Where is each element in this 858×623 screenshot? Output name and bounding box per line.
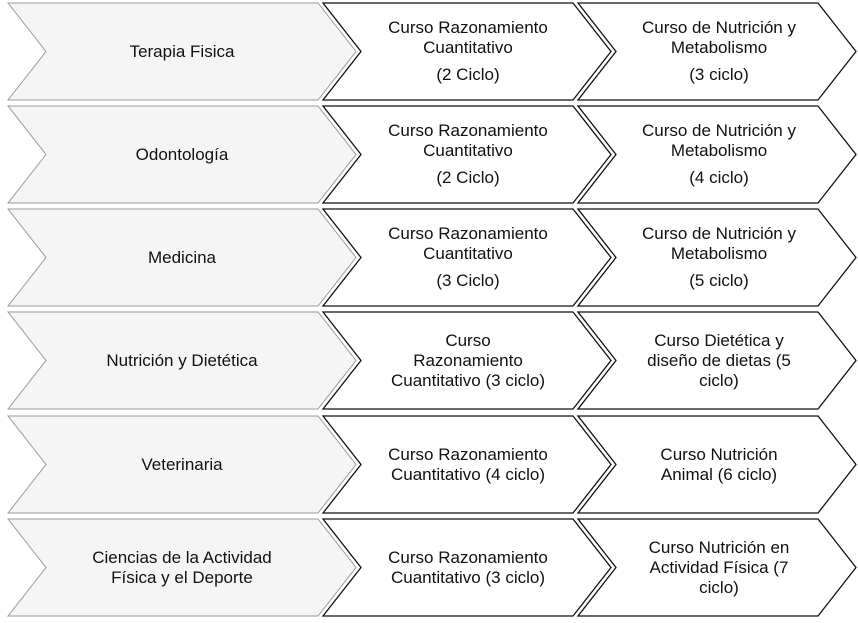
course2-chevron-3	[576, 208, 857, 307]
label-line: Cuantitativo	[423, 244, 513, 263]
label-line: Terapia Fisica	[129, 41, 235, 61]
career-label-2: Odontología	[60, 108, 304, 201]
label-line: Cuantitativo (4 ciclo)	[390, 464, 545, 484]
course1-chevron-1	[321, 2, 612, 101]
label-line: Cuantitativo (3 ciclo)	[390, 567, 545, 587]
label-line: Curso	[445, 330, 491, 350]
label-line: Física y el Deporte	[111, 567, 253, 587]
label-line: Cuantitativo	[423, 38, 513, 57]
career-label-1: Terapia Fisica	[60, 5, 304, 98]
label-line: (4 ciclo)	[689, 168, 749, 187]
label-line: (2 Ciclo)	[436, 65, 500, 84]
career-chevron-2	[6, 105, 357, 204]
label-line: Curso Razonamiento	[388, 18, 548, 37]
course2-chevron-2	[576, 105, 857, 204]
label-line: Cuantitativo	[423, 141, 513, 160]
label-line: Curso Razonamiento	[388, 121, 548, 140]
label-line: Curso Nutrición en	[648, 537, 790, 557]
course1-chevron-2	[321, 105, 612, 204]
label-line: Curso Nutrición	[660, 444, 778, 464]
course2-chevron-4	[576, 311, 857, 410]
label-line: Nutrición y Dietética	[106, 350, 258, 370]
career-chevron-3	[6, 208, 357, 307]
label-line: Metabolismo	[670, 141, 768, 160]
career-chevron-6	[6, 518, 357, 617]
course1-chevron-5	[321, 415, 612, 514]
label-line: Veterinaria	[141, 454, 223, 474]
course1-chevron-3	[321, 208, 612, 307]
course1-chevron-6	[321, 518, 612, 617]
label-line: (3 ciclo)	[689, 65, 749, 84]
label-line: (3 Ciclo)	[436, 271, 500, 290]
course2-chevron-6	[576, 518, 857, 617]
career-label-4: Nutrición y Dietética	[60, 314, 304, 407]
course2-chevron-1	[576, 2, 857, 101]
career-chevron-1	[6, 2, 357, 101]
label-line: Curso de Nutrición y	[641, 121, 796, 140]
label-line: Metabolismo	[670, 38, 768, 57]
label-line: Medicina	[147, 247, 217, 267]
career-label-3: Medicina	[60, 211, 304, 304]
label-line: (2 Ciclo)	[436, 168, 500, 187]
label-line: diseño de dietas (5	[647, 350, 791, 370]
label-line: (5 ciclo)	[689, 271, 749, 290]
course1-chevron-4	[321, 311, 612, 410]
label-line: ciclo)	[699, 577, 739, 597]
career-chevron-4	[6, 311, 357, 410]
label-line: Curso Razonamiento	[388, 444, 548, 464]
label-line: Cuantitativo (3 ciclo)	[390, 370, 545, 390]
label-line: ciclo)	[699, 370, 739, 390]
label-line: Ciencias de la Actividad	[92, 547, 272, 567]
label-line: Curso Dietética y	[654, 330, 784, 350]
label-line: Metabolismo	[670, 244, 768, 263]
label-line: Odontología	[135, 144, 229, 164]
label-line: Curso Razonamiento	[388, 224, 548, 243]
label-line: Razonamiento	[413, 350, 523, 370]
course2-chevron-5	[576, 415, 857, 514]
label-line: Animal (6 ciclo)	[660, 464, 778, 484]
label-line: Curso de Nutrición y	[641, 18, 796, 37]
career-label-5: Veterinaria	[60, 418, 304, 511]
label-line: Curso de Nutrición y	[641, 224, 796, 243]
label-line: Actividad Física (7	[649, 557, 789, 577]
career-chevron-5	[6, 415, 357, 514]
label-line: Curso Razonamiento	[388, 547, 548, 567]
